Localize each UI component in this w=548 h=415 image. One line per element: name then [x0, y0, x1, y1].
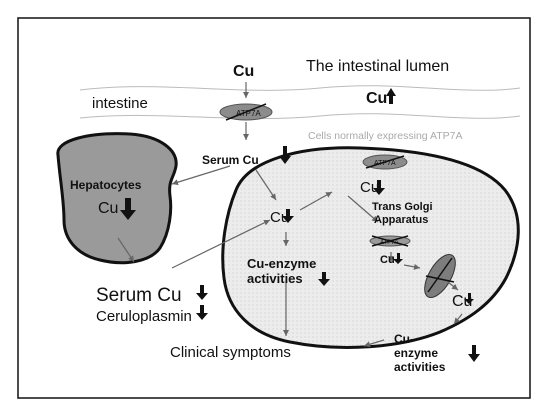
label-cu-enzyme-right-3: activities [394, 360, 446, 374]
hepatocyte-shape [58, 134, 176, 263]
label-cu-right: Cu [360, 179, 379, 196]
label-cu-enzyme-1: Cu-enzyme [247, 256, 316, 271]
label-clinical: Clinical symptoms [170, 344, 291, 361]
label-cu-enzyme-right-1: Cu- [394, 332, 414, 346]
label-serum-cu-top: Serum Cu [202, 153, 259, 167]
label-cu-hepatocyte: Cu [98, 200, 118, 217]
label-cu-enzyme-right-2: enzyme [394, 346, 438, 360]
label-cu-enzyme-2: activities [247, 271, 303, 286]
label-cu-top: Cu [233, 63, 254, 80]
label-trans-golgi-1: Trans Golgi [372, 201, 433, 213]
label-serum-cu-bottom: Serum Cu [96, 285, 182, 306]
label-hepatocytes: Hepatocytes [70, 178, 142, 192]
label-cells-expressing: Cells normally expressing ATP7A [308, 130, 462, 142]
label-ceruloplasmin: Ceruloplasmin [96, 308, 192, 325]
label-cu-golgi: Cu [380, 254, 395, 266]
label-intestine: intestine [92, 95, 148, 112]
label-atp7a-golgi: ATP7A [380, 240, 399, 246]
label-atp7a-cell: ATP7A [374, 160, 396, 167]
label-trans-golgi-2: Apparatus [374, 214, 428, 226]
label-lumen: The intestinal lumen [306, 58, 449, 75]
label-atp7a-intestine: ATP7A [236, 109, 261, 118]
label-cu-lumen: Cu [366, 90, 387, 107]
